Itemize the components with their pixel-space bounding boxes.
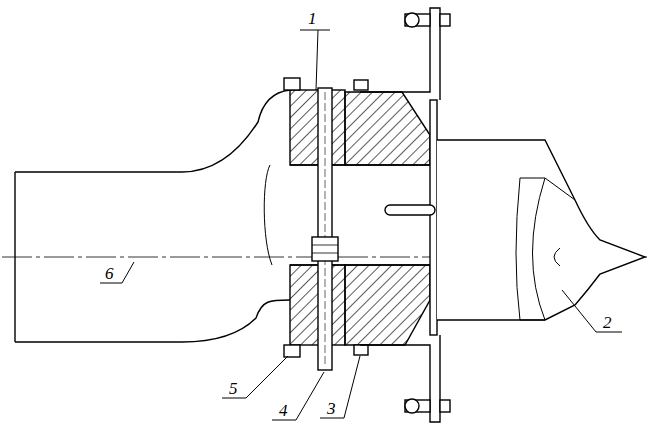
- tool-head: [437, 140, 645, 320]
- pin-nut: [312, 237, 338, 261]
- slot: [385, 205, 435, 215]
- outline: [2, 8, 647, 422]
- screw-head: [354, 345, 368, 355]
- callout-number: 6: [104, 265, 115, 282]
- plate: [430, 100, 437, 335]
- hub-section: [345, 92, 430, 165]
- screw-head: [354, 80, 368, 90]
- tool-edge: [533, 178, 546, 320]
- callout-number: 1: [307, 10, 318, 27]
- bracket: [360, 8, 440, 100]
- callout-number: 2: [602, 314, 613, 331]
- bore-line: [290, 264, 437, 265]
- callout-number: 5: [228, 380, 239, 397]
- pipe-end: [14, 172, 15, 342]
- bracket: [360, 335, 440, 422]
- leader-lines: [100, 30, 622, 420]
- pin: [318, 88, 332, 370]
- bolt-head: [284, 345, 300, 357]
- pipe-inner: [264, 165, 272, 265]
- dimple: [554, 248, 560, 266]
- callout-number: 4: [278, 402, 289, 419]
- bolt-head: [284, 78, 300, 90]
- pipe-outline: [15, 300, 290, 342]
- callout-number: 3: [326, 400, 337, 417]
- pin-axis: [325, 92, 326, 366]
- pipe-outline: [15, 90, 290, 172]
- hub-section: [345, 265, 430, 345]
- bore-line: [290, 164, 437, 165]
